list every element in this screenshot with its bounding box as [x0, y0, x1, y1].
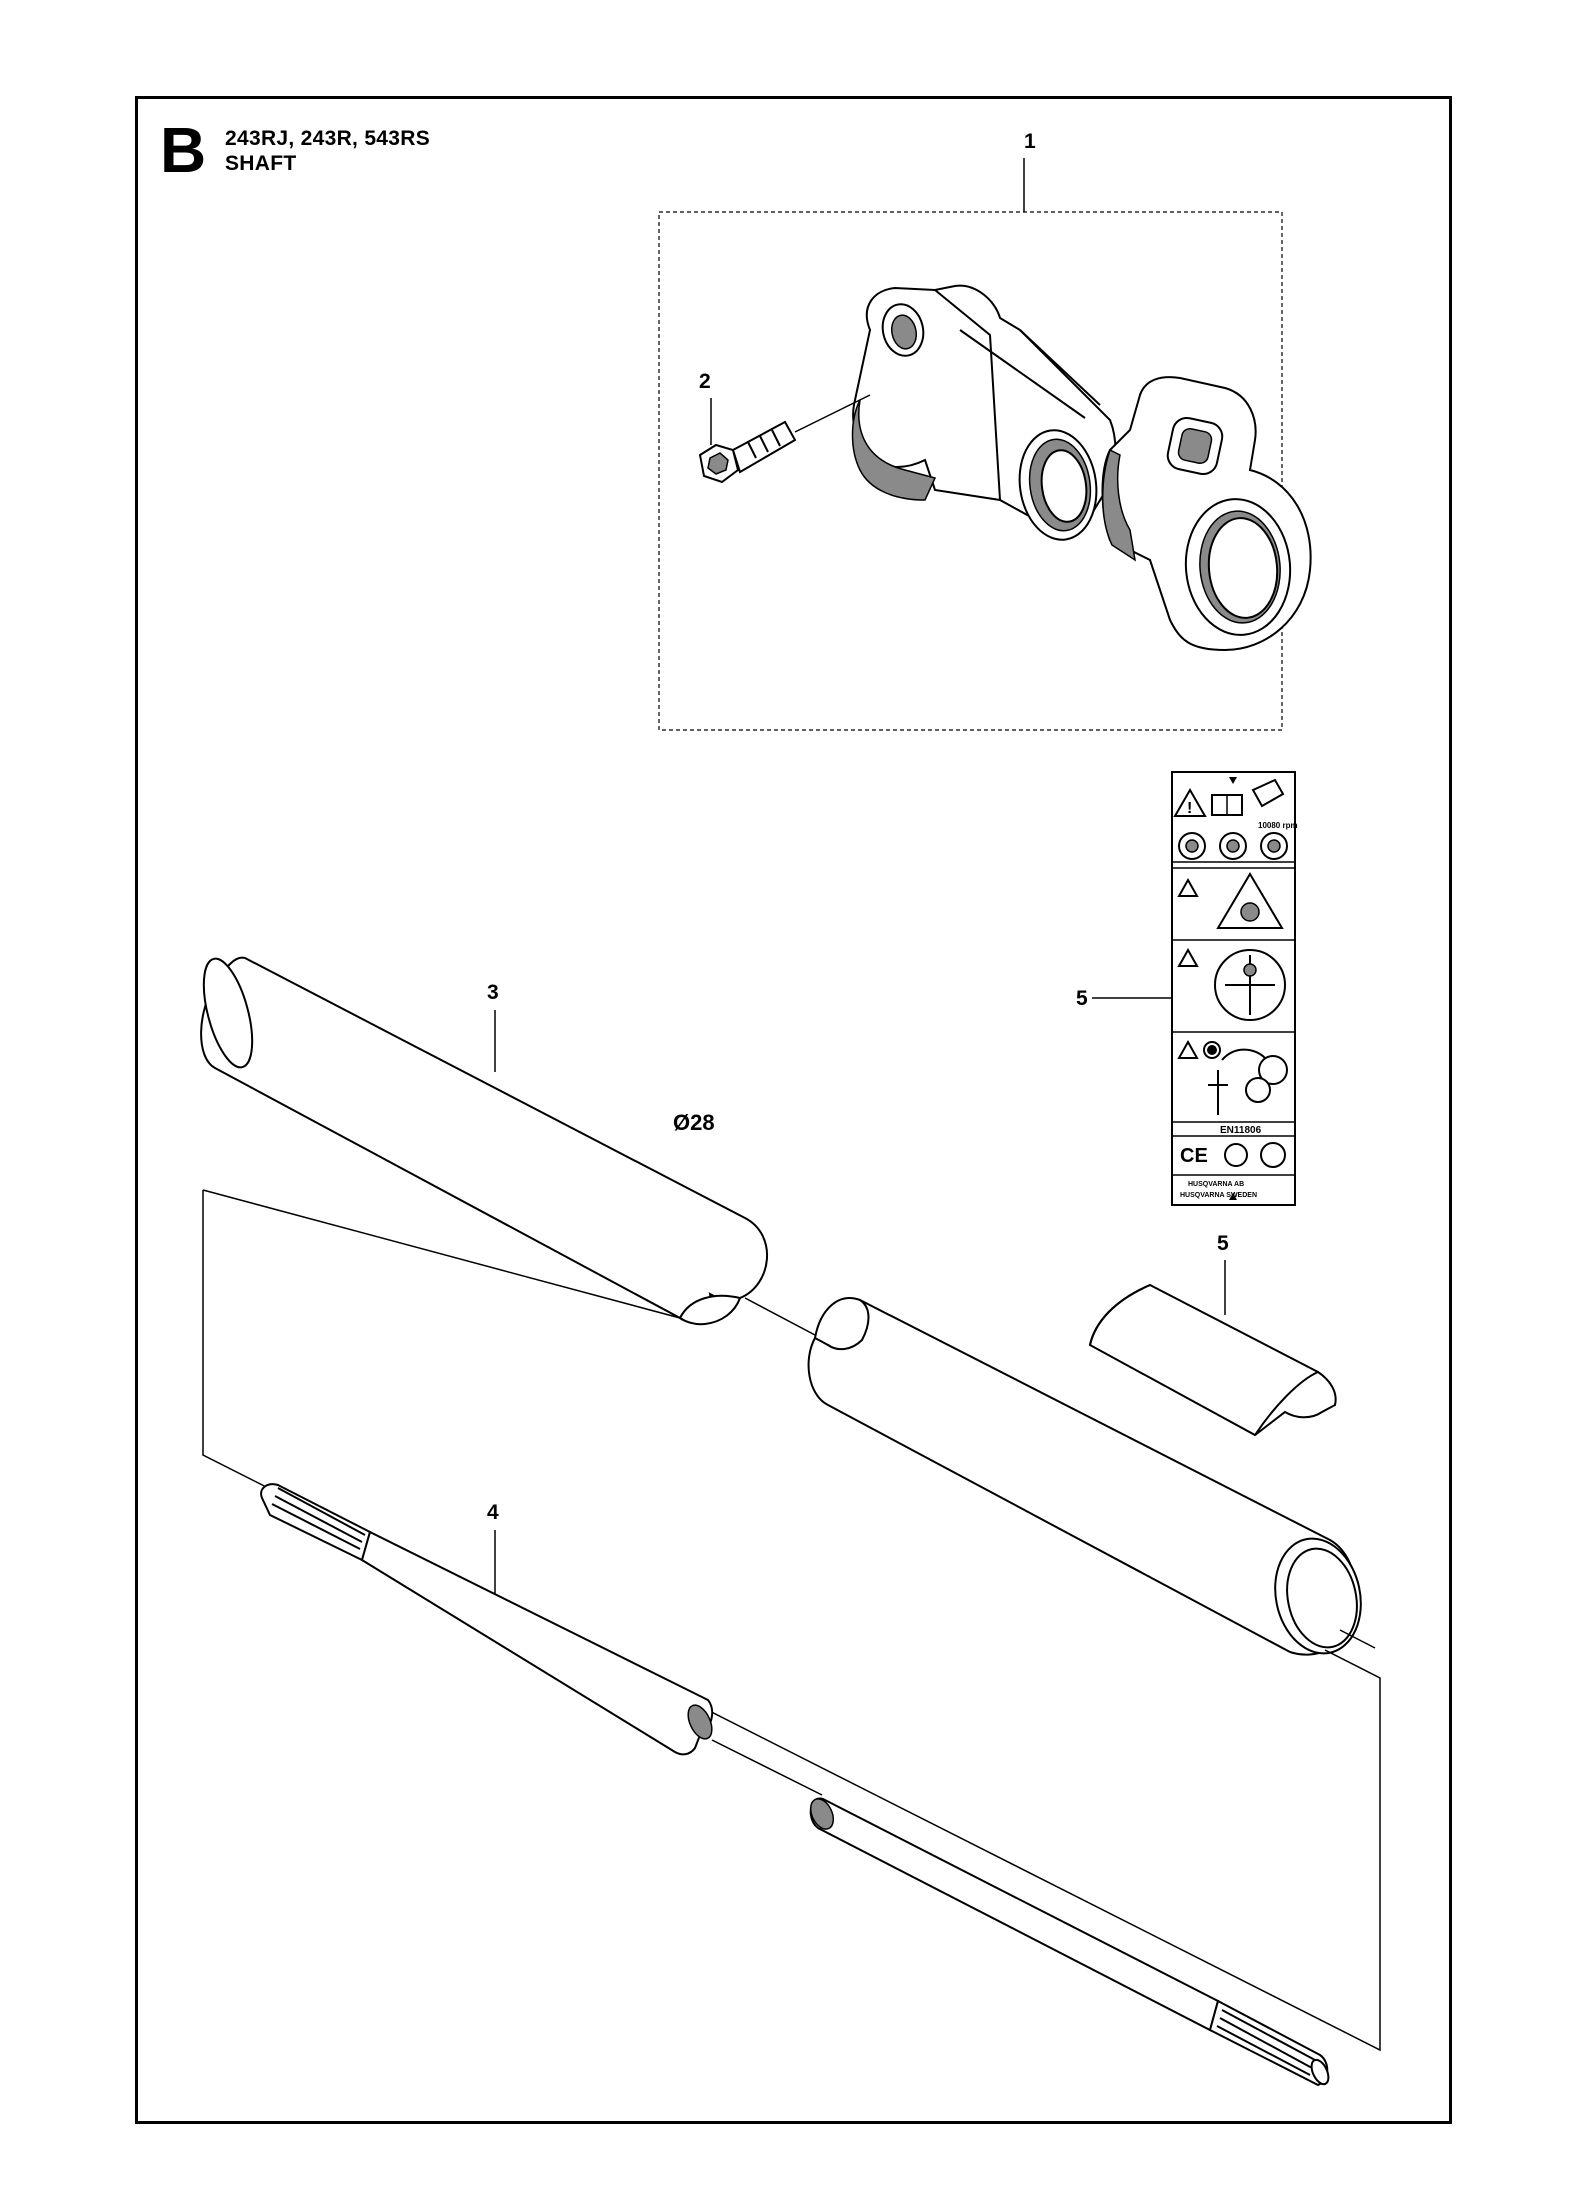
- clamp-cap-right: [1101, 376, 1312, 652]
- screw-part-2: [698, 394, 871, 484]
- callout-4: 4: [487, 1501, 499, 1524]
- page-frame: [135, 96, 1452, 2124]
- decal-standard: EN11806: [1220, 1125, 1262, 1136]
- part-1-dashed-box: [658, 211, 1283, 731]
- callout-3: 3: [487, 981, 499, 1004]
- part-1-group: [658, 158, 1312, 731]
- callout-5-sleeve: 5: [1217, 1232, 1229, 1255]
- sleeve-part-5: [1088, 1260, 1337, 1437]
- callout-5-decal: 5: [1076, 987, 1088, 1010]
- diameter-label: Ø28: [673, 1110, 715, 1135]
- section-title: SHAFT: [225, 152, 297, 175]
- shaft-tube-part-3: [200, 956, 1376, 1656]
- decal-part-5: ! 10080 rpm EN11806 CE HUSQVARNA AB: [1092, 771, 1298, 1206]
- drive-shaft-part-4: [202, 1189, 1381, 2087]
- shaft-centerline: [711, 1739, 823, 1796]
- model-list: 243RJ, 243R, 543RS: [225, 127, 431, 150]
- tube-centerline-1: [744, 1297, 816, 1336]
- shaft-outline: [202, 1190, 1381, 2052]
- tube-centerline-2: [1339, 1629, 1376, 1649]
- clamp-body-left: [851, 284, 1117, 541]
- decal-maker-2: HUSQVARNA SWEDEN: [1180, 1192, 1257, 1199]
- section-letter: B: [160, 114, 207, 186]
- screw-axis: [794, 394, 871, 433]
- svg-text:!: !: [1187, 800, 1192, 817]
- decal-rpm: 10080 rpm: [1258, 821, 1298, 830]
- svg-text:CE: CE: [1180, 1145, 1208, 1167]
- decal-maker-1: HUSQVARNA AB: [1188, 1181, 1244, 1188]
- callout-1: 1: [1024, 130, 1036, 153]
- callout-2: 2: [699, 370, 711, 393]
